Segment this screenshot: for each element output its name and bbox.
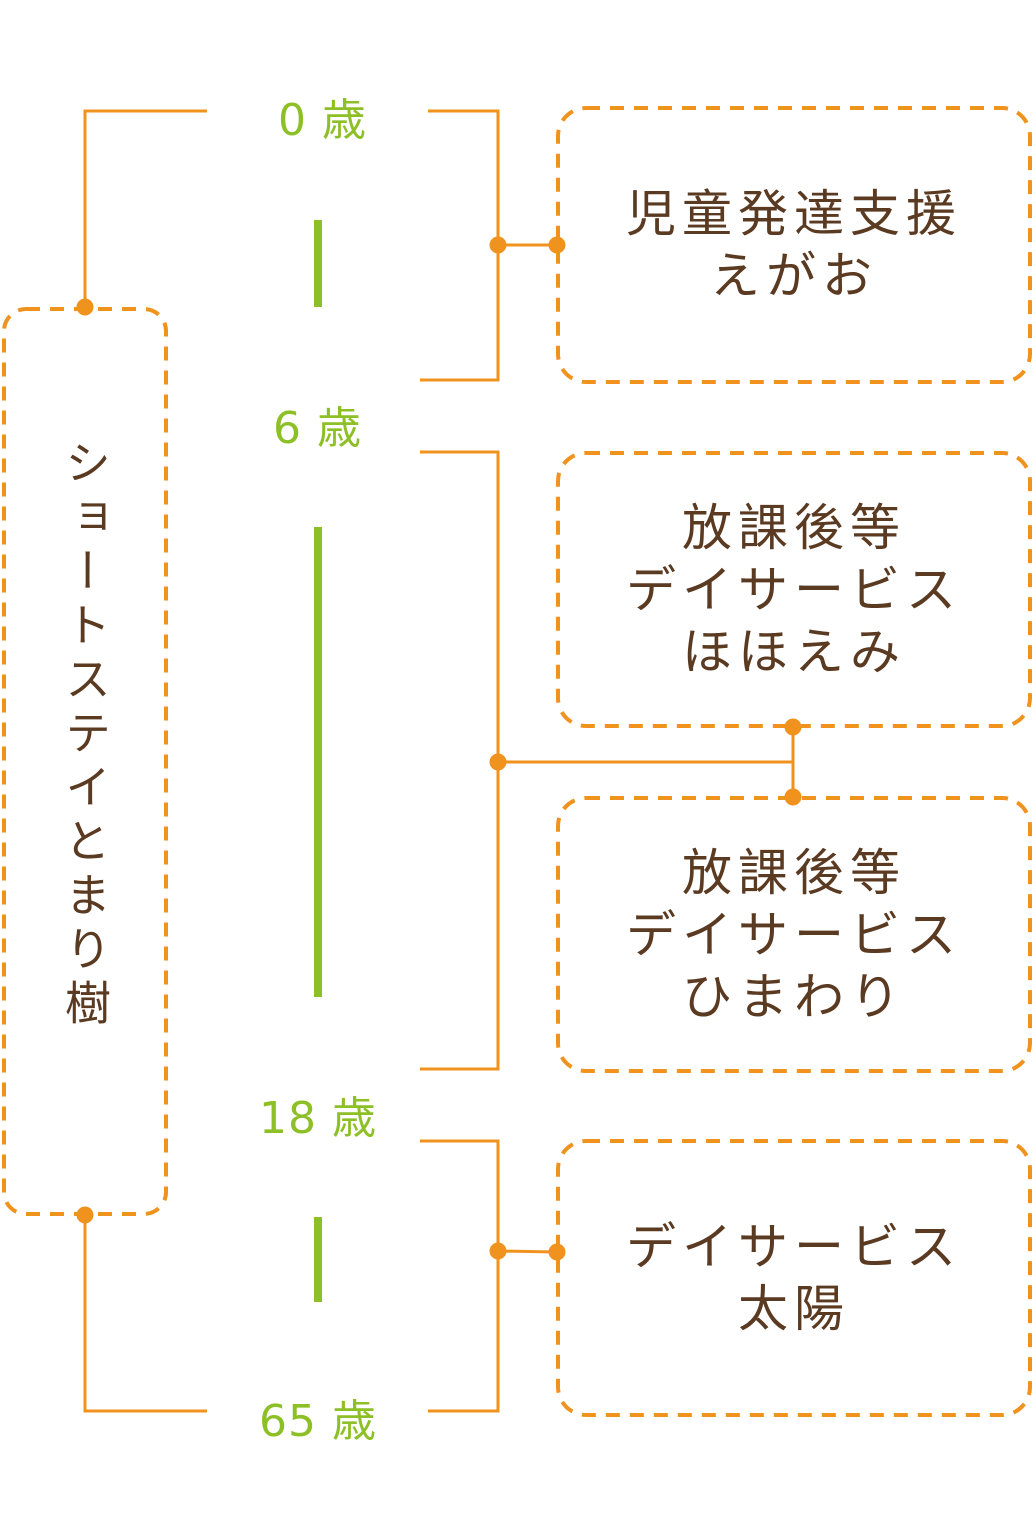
dot-hohoemi-box <box>784 718 802 736</box>
connector-taiyo <box>497 1249 557 1254</box>
left-service-box: ショートステイとまり樹 <box>4 309 166 1214</box>
egao-line2: えがお <box>710 247 878 305</box>
himawari-line3: ひまわり <box>682 967 906 1026</box>
himawari-line2: デイサービス <box>626 905 962 964</box>
age-label-0: 0 歳 <box>278 95 367 146</box>
bracket-18-65 <box>420 1139 500 1413</box>
taiyo-line2: 太陽 <box>738 1280 850 1338</box>
hohoemi-line1: 放課後等 <box>682 498 906 557</box>
left-bracket-bottom <box>83 1215 207 1413</box>
left-bracket-top <box>83 109 207 307</box>
taiyo-line1: デイサービス <box>626 1218 962 1276</box>
dot-taiyo-box <box>548 1243 566 1261</box>
bracket-6-18 <box>420 450 500 1071</box>
left-service-label: ショートステイとまり樹 <box>58 439 112 1033</box>
hohoemi-line3: ほほえみ <box>682 622 906 681</box>
service-box-taiyo: デイサービス 太陽 <box>558 1141 1030 1415</box>
service-box-egao: 児童発達支援 えがお <box>558 108 1030 382</box>
dot-egao-bracket <box>489 236 507 254</box>
dot-left-top <box>76 298 94 316</box>
service-box-hohoemi: 放課後等 デイサービス ほほえみ <box>558 453 1030 726</box>
dot-left-bottom <box>76 1206 94 1224</box>
bracket-0-6 <box>420 109 500 382</box>
egao-line1: 児童発達支援 <box>626 185 962 243</box>
dot-egao-box <box>548 236 566 254</box>
hohoemi-line2: デイサービス <box>626 560 962 619</box>
age-label-18: 18 歳 <box>259 1093 377 1144</box>
dot-himawari-box <box>784 788 802 806</box>
dot-mid-bracket <box>489 753 507 771</box>
dot-taiyo-bracket <box>489 1242 507 1260</box>
service-box-himawari: 放課後等 デイサービス ひまわり <box>558 798 1030 1071</box>
age-label-6: 6 歳 <box>273 403 362 454</box>
age-label-65: 65 歳 <box>259 1396 377 1447</box>
himawari-line1: 放課後等 <box>682 843 906 902</box>
